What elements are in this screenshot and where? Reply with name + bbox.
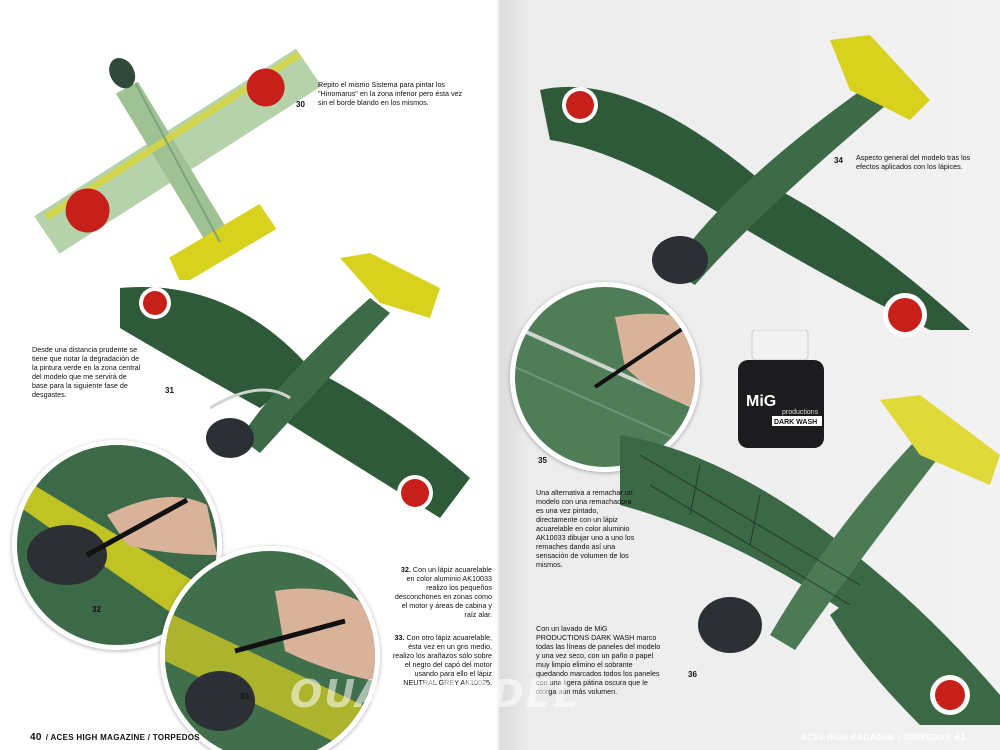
- step-36-caption: Con un lavado de MiG PRODUCTIONS DARK WA…: [536, 624, 661, 696]
- step-33-number: 33: [240, 692, 249, 701]
- left-page: 30 Repito el mismo Sistema para pintar l…: [12, 48, 492, 750]
- bottle-product-name: DARK WASH: [774, 419, 817, 426]
- right-page: 34 Aspecto general del modelo tras los e…: [500, 0, 1000, 750]
- right-footer: ACES HIGH MAGAZINE / TORPEDOS 41: [801, 724, 970, 750]
- left-running-head: / ACES HIGH MAGAZINE / TORPEDOS: [45, 732, 200, 742]
- right-running-head: ACES HIGH MAGAZINE / TORPEDOS: [800, 732, 951, 742]
- photo-31-topside-aircraft: [120, 253, 470, 518]
- photo-35-circle: [510, 282, 700, 472]
- left-page-number: 40: [30, 731, 42, 743]
- step-31-caption: Desde una distancia prudente se tiene qu…: [32, 345, 141, 399]
- mig-dark-wash-bottle: MiG productions DARK WASH: [738, 330, 824, 448]
- left-footer: 40 / ACES HIGH MAGAZINE / TORPEDOS: [30, 724, 200, 750]
- step-36-number: 36: [688, 670, 697, 679]
- step-35-number: 35: [538, 456, 547, 465]
- step-31-number: 31: [165, 386, 174, 395]
- step-34-number: 34: [834, 156, 843, 165]
- right-page-number: 41: [954, 731, 966, 743]
- photo-33-circle: [160, 546, 380, 750]
- step-34-caption: Aspecto general del modelo tras los efec…: [856, 153, 971, 171]
- photo-30-underside-aircraft: [34, 48, 322, 280]
- watermark-text: OUAI MODEL: [290, 672, 581, 716]
- step-32-caption: 32. Con un lápiz acuarelable en color al…: [392, 565, 492, 619]
- step-33-text: Con otro lápiz acuarelable, ésta vez en …: [392, 633, 492, 687]
- step-32-number: 32: [92, 605, 101, 614]
- photo-34-aircraft: [540, 35, 970, 337]
- step-30-caption: Repito el mismo Sistema para pintar los …: [318, 80, 463, 107]
- step-30-number: 30: [296, 100, 305, 109]
- bottle-line: productions: [782, 409, 819, 416]
- step-32-text: Con un lápiz acuarelable en color alumin…: [394, 565, 492, 619]
- photo-32-circle: [12, 440, 222, 650]
- photo-36-aircraft: [620, 395, 1000, 725]
- step-35-caption: Una alternativa a remachar un modelo con…: [536, 488, 635, 569]
- step-32-bold-number: 32.: [400, 565, 411, 574]
- step-33-bold-number: 33.: [394, 633, 405, 642]
- step-33-caption: 33. Con otro lápiz acuarelable, ésta vez…: [392, 633, 492, 687]
- bottle-brand: MiG: [746, 393, 776, 410]
